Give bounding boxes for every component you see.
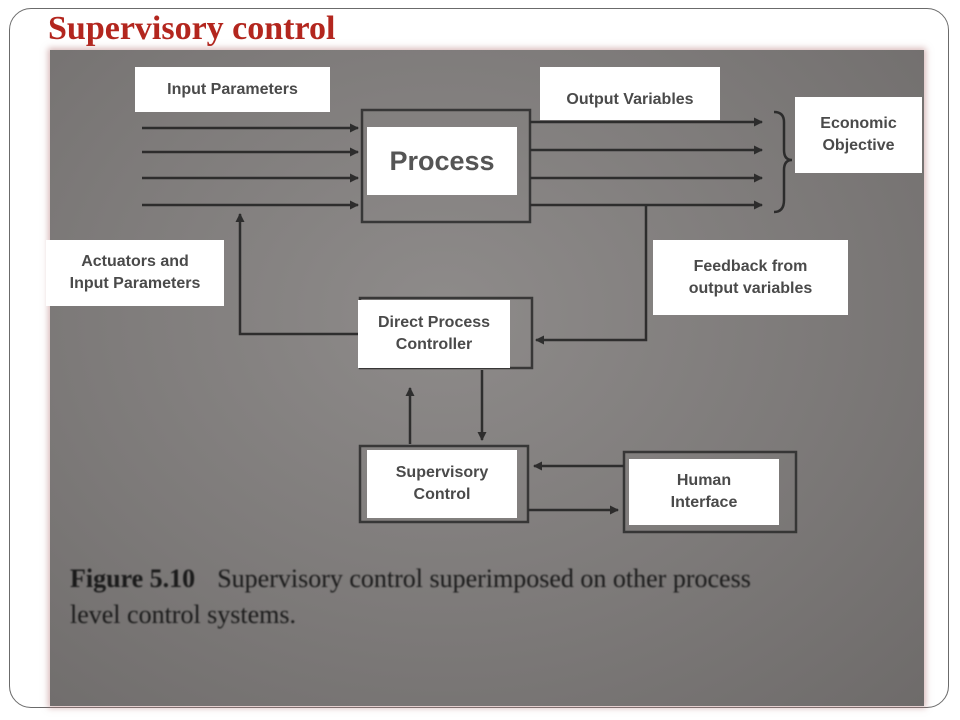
process-box	[360, 108, 532, 224]
supervisory-control-label: Supervisory Control	[367, 450, 517, 518]
process-label: Process	[367, 127, 517, 195]
human-interface-box	[622, 450, 798, 534]
supervisory-box	[358, 444, 530, 524]
slide-title: Supervisory control	[48, 10, 336, 47]
figure-caption-text: Supervisory control superimposed on othe…	[217, 564, 751, 593]
actuators-label: Actuators and Input Parameters	[46, 240, 224, 306]
output-brace	[773, 110, 793, 214]
figure-number: Figure 5.10	[70, 564, 196, 593]
feedback-label: Feedback from output variables	[653, 240, 848, 315]
human-interface-label: Human Interface	[629, 459, 779, 525]
output-variables-label: Output Variables	[540, 67, 720, 120]
figure-caption-line1: Figure 5.10 Supervisory control superimpo…	[70, 564, 751, 594]
figure-caption-line2: level control systems.	[70, 600, 297, 629]
input-parameters-label: Input Parameters	[135, 67, 330, 112]
actuator-line	[235, 213, 360, 336]
diagram-lines	[142, 108, 798, 534]
feedback-line	[535, 205, 648, 345]
economic-objective-label: Economic Objective	[795, 97, 922, 173]
direct-controller-label: Direct Process Controller	[358, 300, 510, 368]
